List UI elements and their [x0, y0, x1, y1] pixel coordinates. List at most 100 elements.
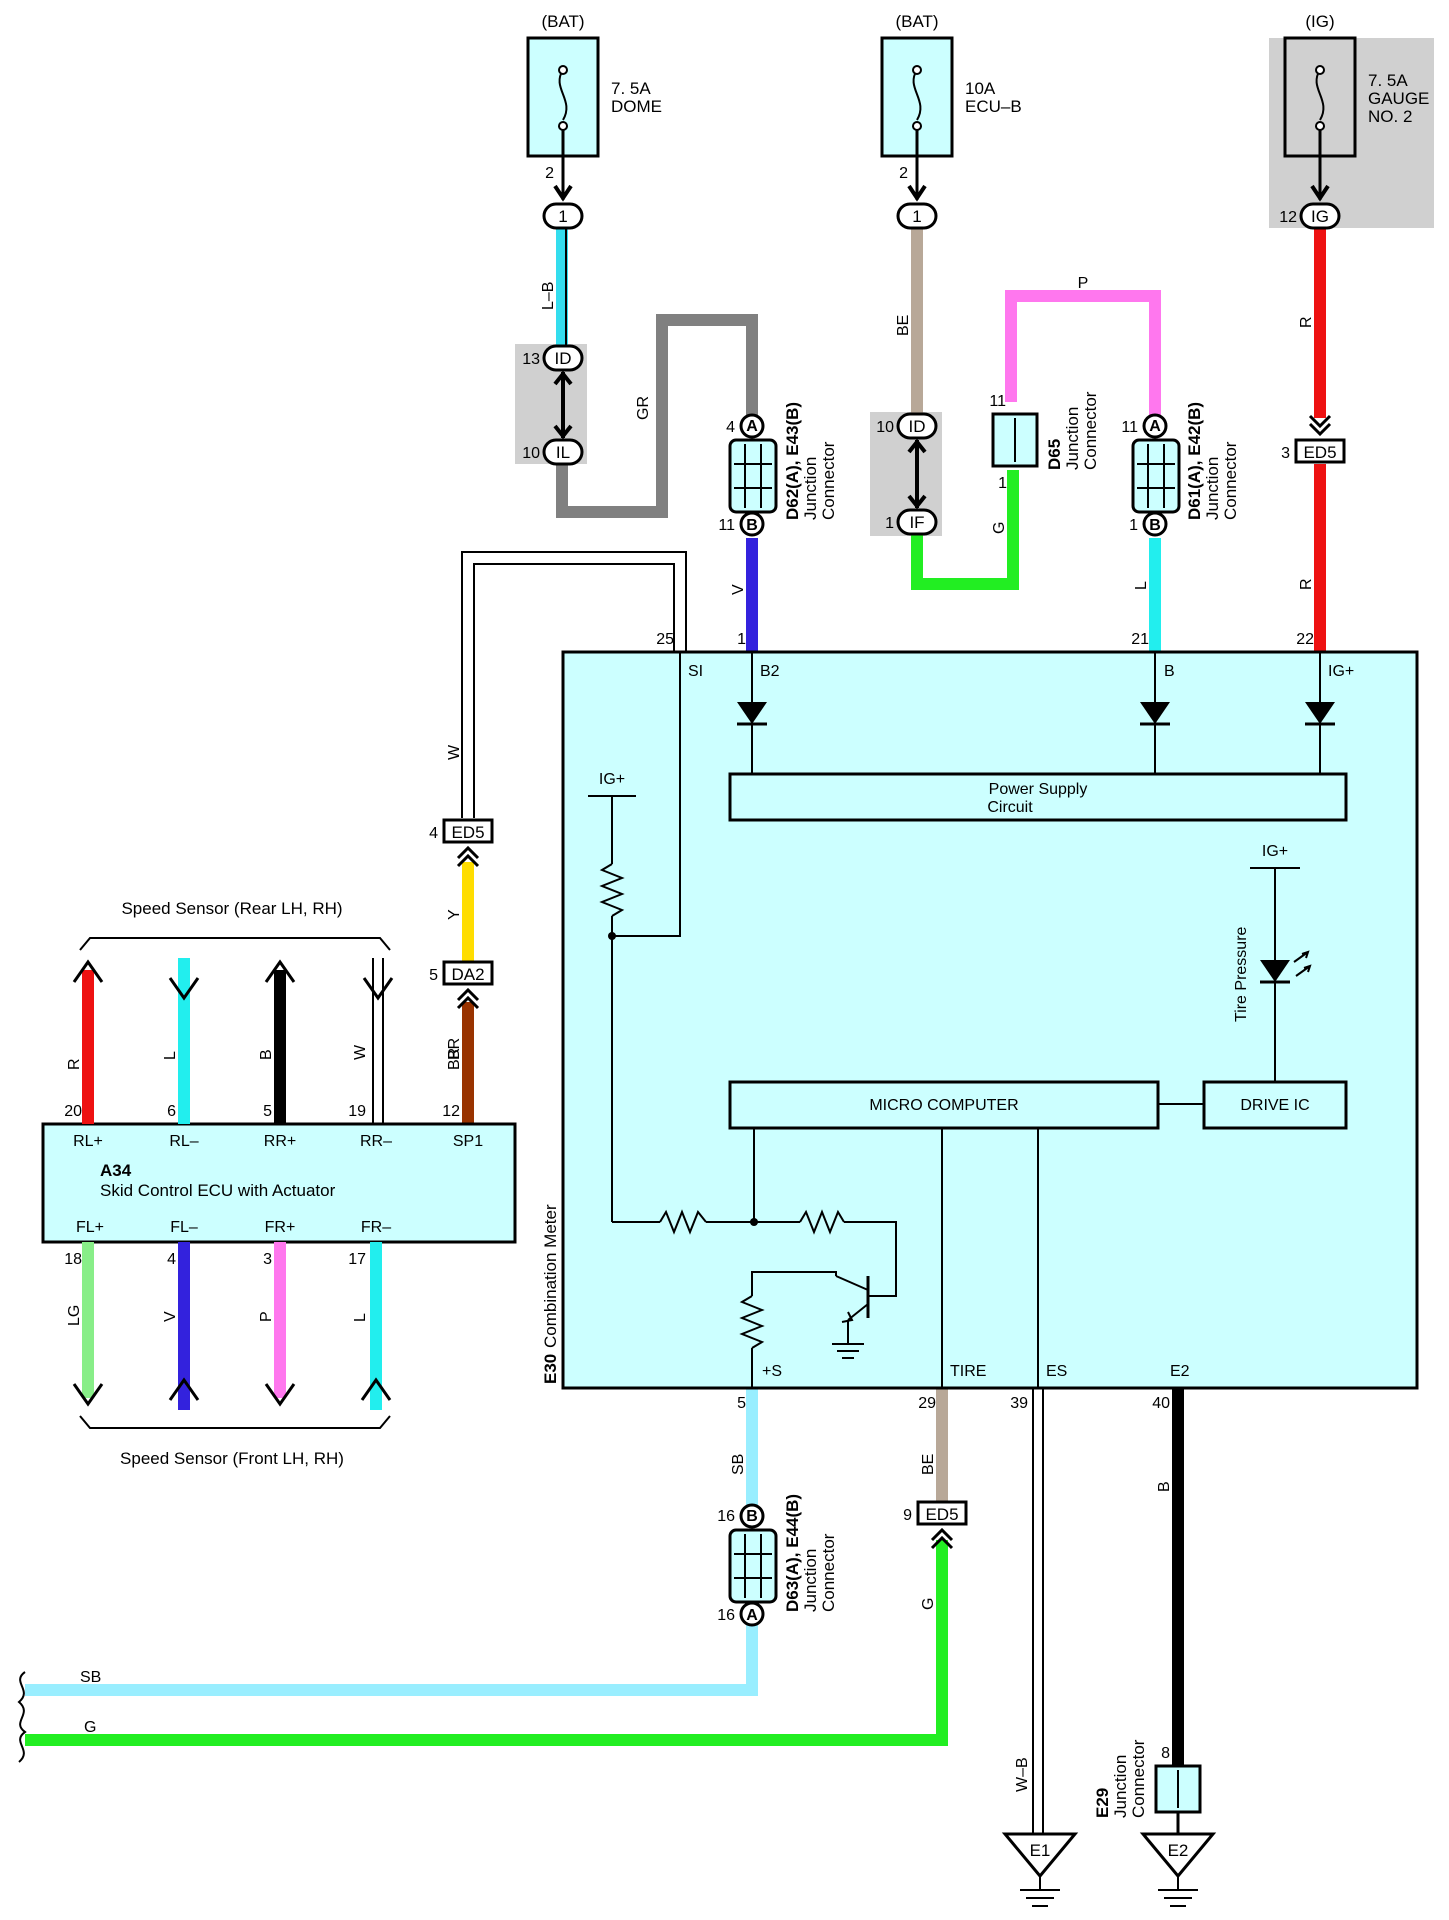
ecu-bot-pin-1: 18 [64, 1251, 82, 1268]
ecu-top-wire-4: W [352, 1044, 369, 1060]
fuse1-source: (BAT) [541, 12, 584, 31]
d63-b-pin: 16 [717, 1508, 735, 1525]
wire-label-p: P [1078, 275, 1089, 292]
meter-pin-e2: 40 [1152, 1395, 1170, 1412]
ecu-top-wire-3: B [258, 1049, 275, 1060]
rear-sensor-label: Speed Sensor (Rear LH, RH) [121, 899, 342, 918]
conn-if: IF [909, 513, 924, 532]
meter-pin-s: 5 [737, 1395, 746, 1412]
d63-sub2: Connector [819, 1533, 838, 1612]
d61-a-pin: 11 [1121, 419, 1138, 436]
conn-ed5-mid: ED5 [451, 823, 484, 842]
conn-id2: ID [909, 417, 926, 436]
wire-label-sb-bus: SB [80, 1669, 101, 1686]
fuse3-name: GAUGE [1368, 89, 1429, 108]
conn-da2-pin: 5 [429, 967, 438, 984]
meter-name: E30 [541, 1354, 560, 1384]
d65-name: D65 [1045, 439, 1064, 470]
conn-ed5-bot-pin: 9 [903, 1507, 912, 1524]
d63-a: A [746, 1607, 758, 1624]
conn-c1-pin: 2 [545, 165, 554, 182]
e29-pin: 8 [1161, 1745, 1170, 1762]
meter-lbl-e2: E2 [1170, 1363, 1190, 1380]
conn-il: IL [556, 443, 570, 462]
wire-g-bus [25, 1540, 948, 1746]
ecu-bot-wire-3: P [258, 1311, 275, 1322]
wire-label-r2: R [1298, 578, 1315, 590]
fuse1-rating: 7. 5A [611, 79, 651, 98]
d62-a-pin: 4 [726, 419, 735, 436]
wire-label-r1: R [1298, 316, 1315, 328]
conn-id2-pin: 10 [876, 419, 894, 436]
rect-connectors [442, 414, 1346, 1550]
oval-connectors [542, 202, 1341, 536]
wire-label-br: BR [446, 1048, 463, 1070]
wire-label-sb: SB [730, 1454, 747, 1475]
ecu-bot-pin-3: 3 [263, 1251, 272, 1268]
meter-sub: Combination Meter [541, 1204, 560, 1348]
ground-e1-label: E1 [1030, 1841, 1051, 1860]
ecu-code: A34 [100, 1161, 132, 1180]
d61-sub2: Connector [1221, 441, 1240, 520]
ecu-bot-pin-2: 4 [167, 1251, 176, 1268]
wire-label-lb: L–B [540, 282, 557, 310]
junction-d65 [991, 412, 1039, 468]
meter-pin-es: 39 [1010, 1395, 1028, 1412]
wire-label-be2: BE [920, 1454, 937, 1475]
tire-pressure-label: Tire Pressure [1233, 926, 1250, 1022]
wire-label-gr: GR [635, 396, 652, 420]
meter-lbl-s: +S [762, 1363, 782, 1380]
meter-lbl-ig: IG+ [1328, 663, 1354, 680]
conn-id1: ID [555, 349, 572, 368]
ecu-bot-wire-4: L [352, 1313, 369, 1322]
ecu-top-pin-4: 19 [348, 1103, 366, 1120]
ecu-top-wire-2: L [162, 1051, 179, 1060]
ecu-top-label-2: RL– [169, 1133, 198, 1150]
wire-label-be: BE [895, 315, 912, 336]
wire-label-g: G [991, 522, 1008, 534]
meter-pin-si: 25 [656, 631, 674, 648]
ecu-top-label-4: RR– [360, 1133, 392, 1150]
d65-bot-pin: 1 [998, 475, 1007, 492]
wire-label-y: Y [446, 909, 463, 920]
d62-name: D62(A), E43(B) [783, 402, 802, 520]
junction-d63 [728, 1503, 778, 1627]
wire-label-wb: W–B [1014, 1757, 1031, 1792]
conn-ed5-mid-pin: 4 [429, 825, 438, 842]
ecu-top-pin-3: 5 [263, 1103, 272, 1120]
meter-lbl-b2: B2 [760, 663, 780, 680]
ground-e2-label: E2 [1168, 1841, 1189, 1860]
combination-meter [561, 650, 1419, 1390]
ecu-top-label-5: SP1 [453, 1133, 483, 1150]
d65-sub2: Connector [1081, 391, 1100, 470]
wire-g [911, 470, 1019, 590]
front-sensor-label: Speed Sensor (Front LH, RH) [120, 1449, 344, 1468]
wire-label-g-bus: G [84, 1719, 96, 1736]
d62-b: B [746, 517, 758, 534]
meter-lbl-b: B [1164, 663, 1175, 680]
conn-da2: DA2 [451, 965, 484, 984]
d63-sub1: Junction [801, 1549, 820, 1612]
d65-top-pin: 11 [989, 393, 1006, 410]
wire-gr [556, 314, 758, 518]
ecu-bot-label-4: FR– [361, 1219, 391, 1236]
fuse1-name: DOME [611, 97, 662, 116]
skid-ecu [41, 937, 517, 1429]
ecu-top-label-3: RR+ [264, 1133, 296, 1150]
junction-d62 [728, 413, 778, 537]
ground-e2 [1139, 1832, 1217, 1907]
fuse-dome [526, 36, 600, 202]
d62-b-pin: 11 [718, 517, 735, 534]
e29-sub2: Connector [1129, 1739, 1148, 1818]
wire-label-v: V [730, 584, 747, 595]
conn-c2-pin: 2 [899, 165, 908, 182]
ground-e1 [1001, 1832, 1079, 1907]
conn-c1: 1 [558, 207, 567, 226]
ecu-top-pin-1: 20 [64, 1103, 82, 1120]
d63-name: D63(A), E44(B) [783, 1494, 802, 1612]
d65-sub1: Junction [1063, 407, 1082, 470]
ecu-top-wire-5: BR [446, 1038, 463, 1060]
d63-b: B [746, 1508, 758, 1525]
conn-il-pin: 10 [522, 445, 540, 462]
